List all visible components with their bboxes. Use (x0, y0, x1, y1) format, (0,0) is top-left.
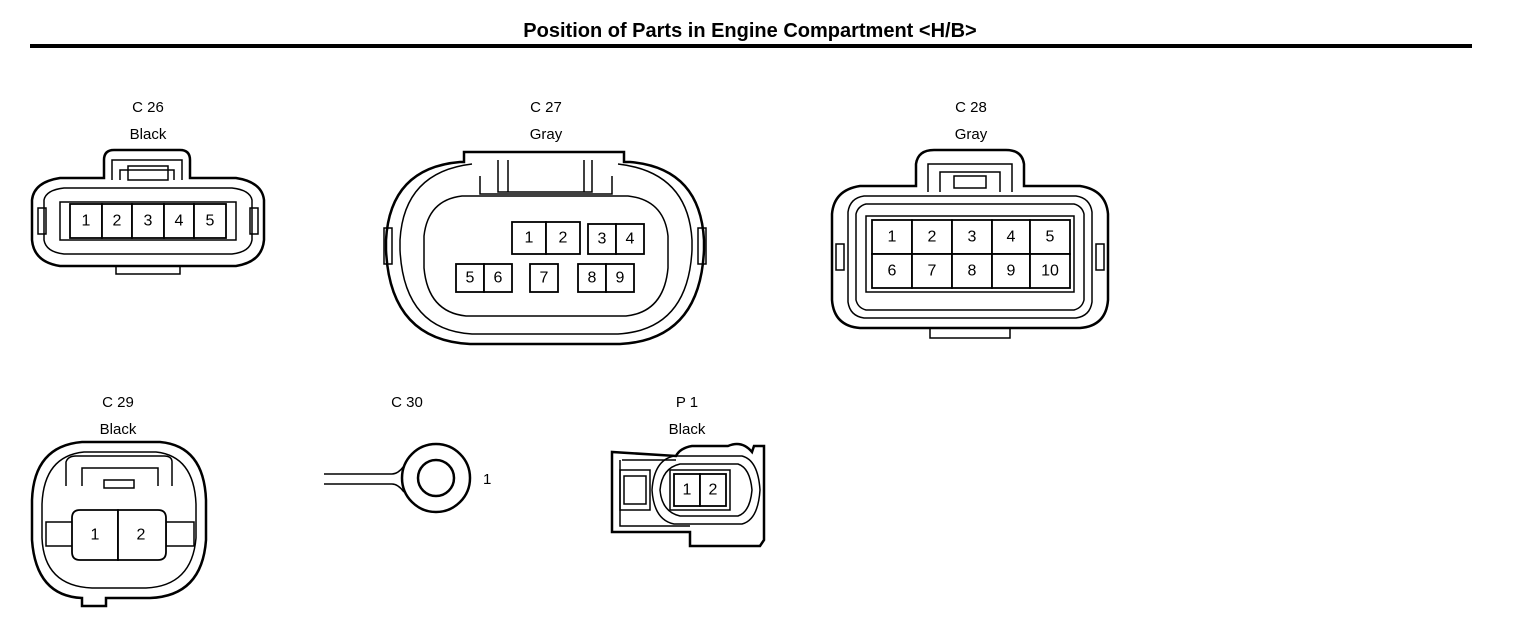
c28-pin-4-label: 4 (1007, 229, 1016, 246)
c27-pin-1 (511, 221, 547, 255)
c28-pin-10 (1029, 253, 1071, 289)
c27-pin-8-label: 8 (588, 270, 597, 287)
c28-pin-1 (871, 219, 913, 255)
c26-pin-5-label: 5 (206, 213, 215, 230)
p1-color-label: Black (668, 421, 706, 438)
c30-pin-1-label: 1 (483, 471, 491, 488)
c27-pin-7 (529, 263, 559, 293)
c30-id-label: C 30 (391, 394, 423, 411)
c30-ring-hole (416, 458, 456, 498)
c26-pin-1-label: 1 (82, 213, 91, 230)
c26-pin-3-label: 3 (144, 213, 153, 230)
c27-pins: 1 2 3 4 5 6 7 8 9 (455, 221, 645, 293)
c29-pin-1 (71, 509, 119, 561)
c26-pin-4-label: 4 (175, 213, 184, 230)
c26-pin-2 (101, 203, 133, 239)
c27-pin-5-label: 5 (466, 270, 475, 287)
connector-c29: 1 2 (30, 440, 208, 608)
c28-id-label: C 28 (955, 99, 987, 116)
p1-pin-2-label: 2 (709, 482, 718, 499)
c27-pin-4 (615, 223, 645, 255)
p1-id-label: P 1 (675, 394, 699, 411)
c28-pin-9-label: 9 (1007, 263, 1016, 280)
c28-color-label: Gray (954, 126, 988, 143)
c28-pin-8 (951, 253, 993, 289)
c26-pin-5 (193, 203, 227, 239)
title-rule (30, 44, 1472, 48)
connector-c27: 1 2 3 4 5 6 7 8 9 (383, 150, 707, 346)
c27-pin-2-label: 2 (559, 230, 568, 247)
c27-pin-1-label: 1 (525, 230, 534, 247)
c28-pin-2-label: 2 (928, 229, 937, 246)
c29-pin-2 (117, 509, 167, 561)
c28-pin-7-label: 7 (928, 263, 937, 280)
c28-pins: 1 2 3 4 5 6 7 8 9 10 (871, 219, 1071, 289)
c29-id-label: C 29 (102, 394, 134, 411)
c28-pin-6-label: 6 (888, 263, 897, 280)
c30-ring-terminal (400, 442, 472, 514)
c27-color-label: Gray (529, 126, 563, 143)
c29-color-label: Black (99, 421, 137, 438)
c27-pin-8 (577, 263, 607, 293)
p1-pin-1 (673, 473, 701, 507)
c27-pin-9-label: 9 (616, 270, 625, 287)
c28-pin-7 (911, 253, 953, 289)
connector-c30: 1 (324, 442, 491, 514)
c29-pin-2-label: 2 (137, 527, 146, 544)
page-title: Position of Parts in Engine Compartment … (523, 20, 977, 42)
p1-pins: 1 2 (673, 473, 727, 507)
c26-pin-4 (163, 203, 195, 239)
p1-pin-2 (699, 473, 727, 507)
p1-pin-1-label: 1 (683, 482, 692, 499)
connector-p1: 1 2 (610, 442, 766, 548)
c27-id-label: C 27 (530, 99, 562, 116)
c27-pin-4-label: 4 (626, 231, 635, 248)
c26-id-label: C 26 (132, 99, 164, 116)
c28-pin-8-label: 8 (968, 263, 977, 280)
c27-pin-7-label: 7 (540, 270, 549, 287)
c27-pin-9 (605, 263, 635, 293)
c26-color-label: Black (129, 126, 167, 143)
c28-pin-3-label: 3 (968, 229, 977, 246)
connector-c26: 1 2 3 4 5 (30, 148, 266, 275)
c27-pin-3-label: 3 (598, 231, 607, 248)
c28-pin-1-label: 1 (888, 229, 897, 246)
c27-pin-2 (545, 221, 581, 255)
c27-pin-3 (587, 223, 617, 255)
c26-pin-2-label: 2 (113, 213, 122, 230)
c27-pin-6-label: 6 (494, 270, 503, 287)
c28-pin-5-label: 5 (1046, 229, 1055, 246)
c26-pin-1 (69, 203, 103, 239)
c28-pin-10-label: 10 (1041, 263, 1059, 280)
c29-pin-1-label: 1 (91, 527, 100, 544)
c28-pin-6 (871, 253, 913, 289)
c27-pin-6 (483, 263, 513, 293)
connector-c28: 1 2 3 4 5 6 7 8 9 10 (830, 148, 1110, 339)
c29-pins: 1 2 (71, 509, 167, 561)
c26-pins: 1 2 3 4 5 (69, 203, 227, 239)
